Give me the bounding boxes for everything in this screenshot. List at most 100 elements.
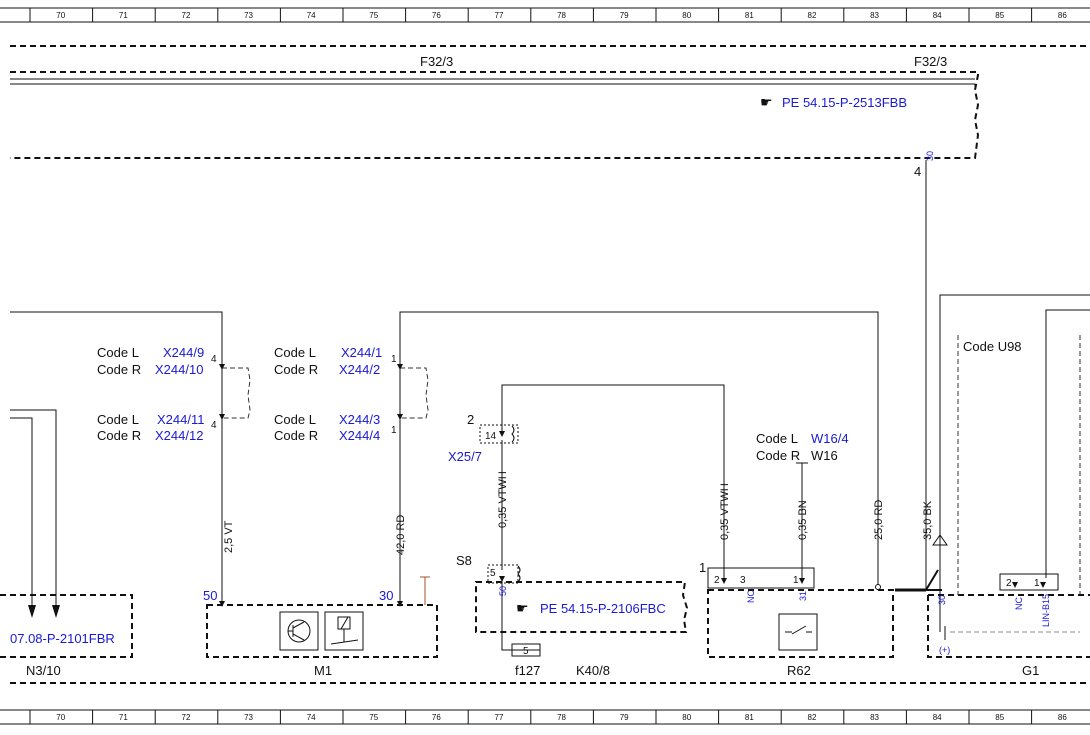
x244-10-link[interactable]: X244/10 <box>155 362 203 377</box>
x244-12-link[interactable]: X244/12 <box>155 428 203 443</box>
n3-10-label: N3/10 <box>26 663 61 678</box>
ruler-column-label: 80 <box>682 11 691 20</box>
connector-x244-left: 4 4 Code L X244/9 Code R X244/10 Code L … <box>97 345 251 443</box>
g1-plus: (+) <box>939 645 950 655</box>
g1-pin30: 30 <box>937 595 947 605</box>
r62-pin31: 1 <box>793 575 799 586</box>
code-label: Code R <box>97 362 141 377</box>
r62-nc: NC <box>746 590 756 603</box>
ruler-column-label: 83 <box>870 713 879 722</box>
g1-pin1: 1 <box>1034 578 1040 589</box>
transistor-icon <box>279 611 319 651</box>
k40-8-label: K40/8 <box>576 663 610 678</box>
ruler-column-label: 78 <box>557 713 566 722</box>
ruler-column-label: 86 <box>1058 713 1067 722</box>
ruler-column-label: 81 <box>745 713 754 722</box>
ruler-column-label: 84 <box>933 11 942 20</box>
ruler-column-label: 79 <box>620 11 629 20</box>
r62-pin3: 3 <box>740 575 746 586</box>
g1-label: G1 <box>1022 663 1039 678</box>
ruler-column-label: 76 <box>432 713 441 722</box>
ruler-column-label: 72 <box>182 11 191 20</box>
code-label: Code L <box>274 412 316 427</box>
s8-ref-link[interactable]: PE 54.15-P-2106FBC <box>540 601 666 616</box>
r62-gnd: 31 <box>798 591 808 601</box>
wire-label: 25,0 RD <box>873 500 885 540</box>
ruler-column-label: 71 <box>119 713 128 722</box>
fuse-box-f32-3: F32/3 F32/3 ☛ PE 54.15-P-2513FBB 30 4 <box>10 54 980 179</box>
fuse-value: 5 <box>523 646 529 657</box>
code-label: Code L <box>97 412 139 427</box>
wire-label: 0,35 VTWH <box>719 483 731 540</box>
ruler-column-label: 84 <box>933 713 942 722</box>
m1-pin50: 50 <box>203 588 217 603</box>
ground-w16: Code L W16/4 Code R W16 <box>756 431 849 464</box>
g1-code-label: Code U98 <box>963 339 1022 354</box>
fuse-box-label-right: F32/3 <box>914 54 947 69</box>
ruler-column-label: 72 <box>182 713 191 722</box>
m1-pin30: 30 <box>379 588 393 603</box>
wire-label: 0,35 VTWH <box>497 471 509 528</box>
hand-pointer-icon: ☛ <box>760 94 773 110</box>
connector-x244-right: 1 1 Code L X244/1 Code R X244/2 Code L X… <box>274 345 429 443</box>
wire-label: 35,0 BK <box>922 500 934 540</box>
ruler-column-label: 78 <box>557 11 566 20</box>
x244-1-link[interactable]: X244/1 <box>341 345 382 360</box>
ruler-column-label: 83 <box>870 11 879 20</box>
ruler-column-label: 74 <box>307 11 316 20</box>
connector-left-pin-bot: 4 <box>211 420 217 431</box>
ruler-column-label: 80 <box>682 713 691 722</box>
r62-pin1: 1 <box>699 560 706 575</box>
ruler-column-label: 76 <box>432 11 441 20</box>
n3-10-ref-link[interactable]: 07.08-P-2101FBR <box>10 631 115 646</box>
fuse-box-pin-num: 4 <box>914 164 921 179</box>
m1-label: M1 <box>314 663 332 678</box>
s8-pin2: 50 <box>498 586 508 596</box>
code-label: Code R <box>274 428 318 443</box>
x25-pin-outer: 2 <box>467 412 474 427</box>
ruler-column-label: 82 <box>808 713 817 722</box>
ruler-column-label: 85 <box>995 713 1004 722</box>
ruler-column-label: 73 <box>244 713 253 722</box>
r62-label: R62 <box>787 663 811 678</box>
component-n3-10: 07.08-P-2101FBR N3/10 <box>0 594 133 678</box>
fuse-label: f127 <box>515 663 540 678</box>
x244-11-link[interactable]: X244/11 <box>157 412 204 427</box>
component-m1: 50 30 M1 <box>203 576 438 678</box>
w16-label: W16 <box>811 448 838 463</box>
ruler-column-label: 71 <box>119 11 128 20</box>
code-label: Code R <box>756 448 800 463</box>
g1-nc: NC <box>1014 597 1024 610</box>
fuse-box-ref-link[interactable]: PE 54.15-P-2513FBB <box>782 95 907 110</box>
component-g1: Code U98 2 1 NC LIN-B15 30 (+) G1 <box>927 335 1090 678</box>
ruler-column-label: 73 <box>244 11 253 20</box>
hand-pointer-icon: ☛ <box>516 600 529 616</box>
g1-pin2: 2 <box>1006 578 1012 589</box>
x25-7-link[interactable]: X25/7 <box>448 449 482 464</box>
s8-pin: 5 <box>490 568 496 579</box>
r62-pin2: 2 <box>714 575 720 586</box>
x25-pin-inner: 14 <box>485 431 497 442</box>
ruler-column-label: 79 <box>620 713 629 722</box>
wire-label: 0,35 BN <box>797 500 809 540</box>
w16-4-link[interactable]: W16/4 <box>811 431 849 446</box>
wires <box>10 160 1090 632</box>
ruler-column-label: 74 <box>307 713 316 722</box>
ruler-column-label: 81 <box>745 11 754 20</box>
ruler-column-label: 85 <box>995 11 1004 20</box>
fuse-f127: 5 f127 K40/8 <box>501 632 610 678</box>
x244-2-link[interactable]: X244/2 <box>339 362 380 377</box>
x244-9-link[interactable]: X244/9 <box>163 345 204 360</box>
x244-4-link[interactable]: X244/4 <box>339 428 380 443</box>
connector-x25-7: 14 2 X25/7 <box>448 412 519 464</box>
component-r62: 1 2 3 1 NC 31 R62 <box>699 560 894 678</box>
fuse-box-pin-label: 30 <box>925 151 935 161</box>
connector-left-pin-top: 4 <box>211 354 217 365</box>
code-label: Code R <box>274 362 318 377</box>
x244-3-link[interactable]: X244/3 <box>339 412 380 427</box>
wire-label: 2,5 VT <box>223 520 235 553</box>
s8-label: S8 <box>456 553 472 568</box>
ruler-column-label: 70 <box>56 11 65 20</box>
ruler-column-label: 82 <box>808 11 817 20</box>
